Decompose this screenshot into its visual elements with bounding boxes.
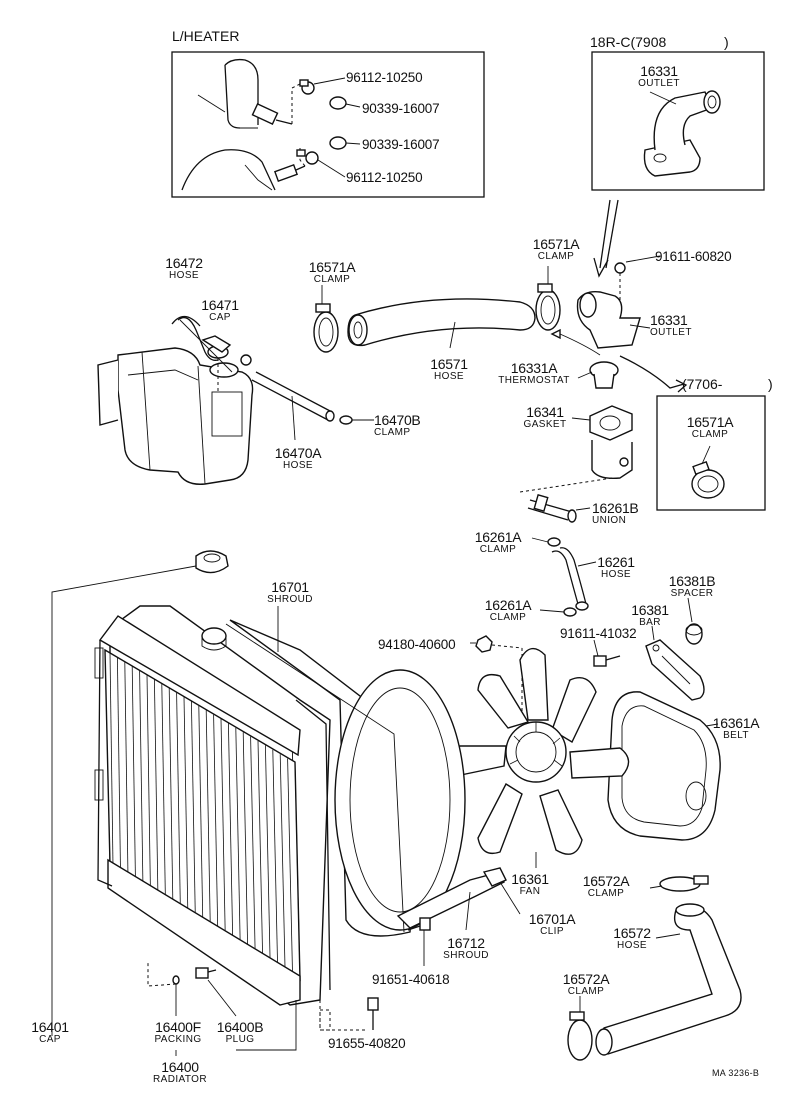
part-90339-16007-lower: 90339-16007 [362, 137, 440, 152]
part-16571-hose: 16571 HOSE [430, 356, 468, 382]
water-outlet [550, 255, 688, 393]
water-housing [519, 405, 633, 493]
part-16470B-clamp: 16470B CLAMP [374, 412, 421, 438]
part-91651-40618: 91651-40618 [372, 972, 450, 987]
part-94180-40600: 94180-40600 [378, 637, 456, 652]
part-16572A-lower-clamp: 16572A CLAMP [562, 971, 610, 997]
radiator-fin [220, 718, 226, 934]
radiator-fin [117, 657, 121, 871]
part-16331A-thermostat: 16331A THERMOSTAT [498, 360, 570, 386]
radiator-fin [109, 652, 114, 867]
radiator-fin [287, 758, 293, 974]
part-16712-shroud: 16712 SHROUD [443, 935, 489, 961]
cooling-fan [451, 647, 630, 868]
radiator-fin [154, 679, 159, 893]
engine-b-close: ) [768, 376, 773, 392]
part-91655-40820: 91655-40820 [328, 1036, 406, 1051]
radiator-fin [139, 670, 144, 884]
radiator-fin [250, 736, 256, 952]
lower-bolt [319, 997, 379, 1031]
radiator [51, 550, 331, 1036]
part-16701-shroud: 16701 SHROUD [267, 579, 313, 605]
part-16571A-mid: 16571A CLAMP [532, 236, 580, 262]
engine-a-title: 18R-C(7908 [590, 34, 667, 50]
part-16471: 16471 CAP [201, 297, 239, 323]
fan-shroud [225, 606, 466, 937]
overflow-hose [251, 371, 374, 441]
part-16381-bar: 16381 BAR [631, 602, 669, 628]
part-16381B-spacer: 16381B SPACER [668, 573, 716, 599]
radiator-fin [146, 674, 151, 889]
radiator-fin [272, 749, 278, 965]
lower-radiator-hose [567, 875, 742, 1061]
part-16331-outlet: 16331 OUTLET [650, 312, 692, 338]
part-16472: 16472 HOSE [165, 255, 203, 281]
radiator-fin [279, 754, 286, 970]
radiator-fin [168, 688, 174, 902]
part-91611-60820: 91611-60820 [655, 249, 732, 264]
radiator-fin [183, 696, 189, 911]
lower-shroud [396, 867, 521, 966]
radiator-fin [228, 723, 234, 938]
radiator-fin [213, 714, 219, 929]
hose-union [527, 494, 591, 523]
bypass-hose [531, 537, 597, 617]
radiator-fin [161, 683, 166, 898]
engine-b-title: (7706- [682, 376, 723, 392]
outlet-inset [591, 51, 765, 191]
radiator-fin [124, 661, 129, 875]
fan-belt [607, 691, 721, 841]
reservoir-tank [97, 315, 254, 485]
heater-section-title: L/HEATER [172, 28, 240, 44]
part-16361-fan: 16361 FAN [511, 871, 549, 897]
part-16261A-lower-clamp: 16261A CLAMP [484, 597, 532, 623]
part-16400-radiator: 16400 RADIATOR [153, 1059, 207, 1085]
part-16572-hose: 16572 HOSE [613, 925, 651, 951]
part-16261B-union: 16261B UNION [592, 500, 639, 526]
fan-bar [645, 597, 705, 701]
radiator-fin [265, 745, 271, 961]
drain-plug [147, 962, 297, 1056]
part-16400F-packing: 16400F PACKING [154, 1019, 202, 1045]
part-16331-inset: 16331 OUTLET [638, 63, 680, 89]
part-16470A-hose: 16470A HOSE [274, 445, 322, 471]
radiator-fin [294, 762, 301, 979]
upper-radiator-hose [313, 266, 561, 353]
engine-a-close: ) [724, 34, 729, 50]
clamp-inset [656, 395, 766, 511]
radiator-fin [198, 705, 204, 920]
drawing-reference: MA 3236-B [712, 1068, 760, 1078]
radiator-fin [131, 666, 136, 880]
part-91611-41032: 91611-41032 [560, 626, 637, 641]
radiator-fin [235, 727, 241, 943]
part-96112-10250-lower: 96112-10250 [346, 170, 423, 185]
radiator-fin [191, 701, 196, 916]
part-16701A-clip: 16701A CLIP [528, 911, 576, 937]
part-16261-hose: 16261 HOSE [597, 554, 635, 580]
part-16341-gasket: 16341 GASKET [523, 404, 567, 430]
part-96112-10250-upper: 96112-10250 [346, 70, 423, 85]
radiator-fin [257, 740, 263, 956]
part-16261A-upper-clamp: 16261A CLAMP [474, 529, 522, 555]
radiator-fin [176, 692, 181, 907]
part-16571A-inset: 16571A CLAMP [686, 414, 734, 440]
part-16401-cap: 16401 CAP [31, 1019, 69, 1045]
radiator-fin [242, 732, 249, 947]
part-16361A-belt: 16361A BELT [712, 715, 760, 741]
radiator-fin [205, 710, 211, 925]
part-90339-16007-upper: 90339-16007 [362, 101, 440, 116]
heater-inset [171, 51, 485, 198]
part-16572A-upper-clamp: 16572A CLAMP [582, 873, 630, 899]
part-16400B-plug: 16400B PLUG [216, 1019, 264, 1045]
part-16571A-left: 16571A CLAMP [308, 259, 356, 285]
